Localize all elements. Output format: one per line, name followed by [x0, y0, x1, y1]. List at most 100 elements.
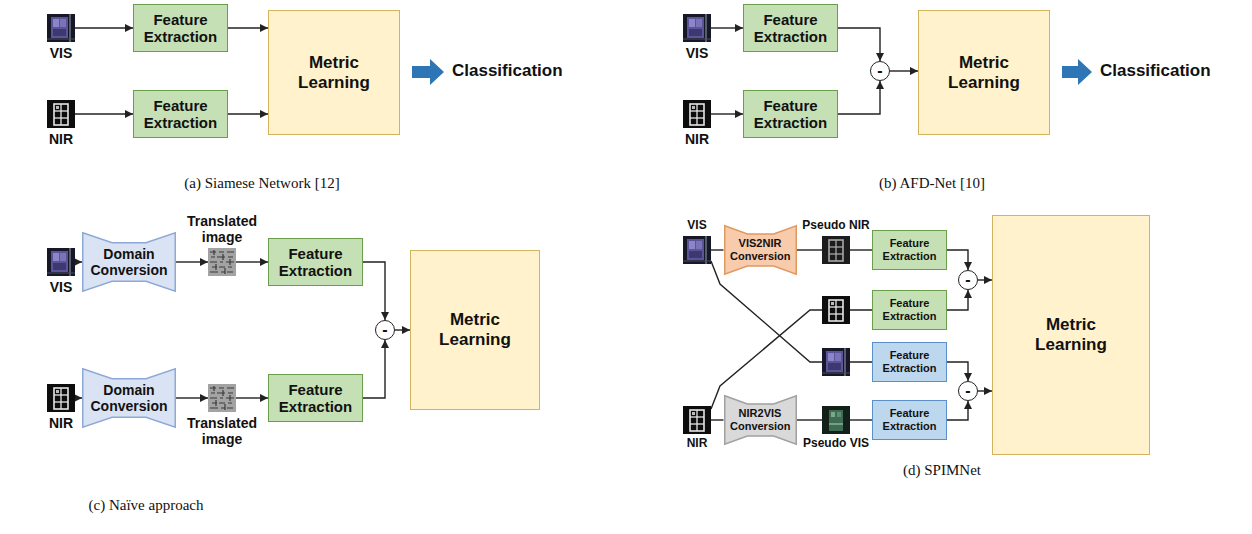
- feature-extraction-box: Feature Extraction: [872, 342, 947, 381]
- connector: [75, 27, 133, 28]
- connector: [75, 397, 82, 398]
- feature-extraction-box: Feature Extraction: [133, 4, 228, 53]
- node-label: NIR: [49, 131, 73, 147]
- input-image: NIR: [683, 406, 711, 434]
- node-label: VIS: [50, 279, 73, 295]
- hourglass-shape: [724, 396, 796, 445]
- block-arrow: [412, 59, 444, 85]
- feature-extraction-box: Feature Extraction: [872, 290, 947, 329]
- node-label: -: [382, 322, 387, 338]
- connector: [978, 279, 992, 280]
- connector: [75, 261, 82, 262]
- node-label: Feature Extraction: [879, 297, 940, 322]
- nir-image: [47, 100, 75, 128]
- connector: [711, 113, 743, 114]
- node-label: Metric Learning: [284, 53, 384, 92]
- input-image: NIR: [47, 100, 75, 128]
- subfigure-caption: (b) AFD-Net [10]: [879, 175, 985, 192]
- vis-image: [683, 14, 711, 42]
- output-label: Classification: [452, 61, 563, 81]
- feature-extraction-box: Feature Extraction: [268, 238, 363, 287]
- node-label: Translated image: [183, 415, 261, 447]
- nir-image: [47, 384, 75, 412]
- input-image: Translated image: [208, 248, 236, 276]
- connector: [947, 362, 968, 381]
- node-label: NIR: [687, 437, 708, 451]
- node-label: NIR: [49, 415, 73, 431]
- connector: [395, 329, 410, 330]
- node-label: NIR2VIS Conversion: [730, 407, 790, 432]
- input-image: VIS: [47, 14, 75, 42]
- connector: [797, 249, 823, 250]
- node-label: Feature Extraction: [750, 97, 831, 132]
- hourglass-shape: [83, 233, 176, 292]
- connector: [363, 262, 385, 320]
- node-label: NIR: [685, 131, 709, 147]
- node-label: VIS: [686, 45, 709, 61]
- connector: [947, 250, 968, 270]
- pseudo-nir-image: [822, 236, 850, 264]
- subfigure-caption: (d) SPIMNet: [903, 462, 981, 479]
- metric-learning-box: Metric Learning: [268, 10, 400, 135]
- feature-extraction-box: Feature Extraction: [268, 374, 363, 423]
- node-label: Domain Conversion: [88, 382, 170, 414]
- connector: [711, 419, 724, 420]
- node-label: Feature Extraction: [275, 381, 356, 416]
- node-label: Pseudo VIS: [803, 437, 869, 451]
- connector: [711, 27, 743, 28]
- connector: [228, 27, 268, 28]
- subtract-node: -: [375, 320, 395, 340]
- node-label: Metric Learning: [934, 53, 1034, 92]
- connector: [236, 397, 268, 398]
- node-label: VIS2NIR Conversion: [730, 237, 790, 262]
- connector: [850, 419, 872, 420]
- subtract-node: -: [958, 270, 978, 290]
- block-arrow: [1062, 59, 1092, 85]
- subtract-node: -: [958, 381, 978, 401]
- input-image: VIS: [47, 248, 75, 276]
- connector: [711, 261, 872, 362]
- connector-group: [75, 28, 992, 420]
- feature-extraction-box: Feature Extraction: [872, 400, 947, 439]
- connector: [711, 310, 872, 409]
- node-label: -: [965, 272, 970, 288]
- connector: [838, 28, 880, 61]
- node-label: Feature Extraction: [140, 97, 221, 132]
- node-label: Feature Extraction: [275, 245, 356, 280]
- connector: [711, 249, 724, 250]
- node-label: Feature Extraction: [750, 11, 831, 46]
- connector: [947, 290, 968, 310]
- node-label: Metric Learning: [425, 310, 525, 349]
- node-label: Feature Extraction: [140, 11, 221, 46]
- metric-learning-box: Metric Learning: [410, 250, 540, 410]
- subfigure-caption: (c) Naïve approach: [89, 497, 204, 514]
- node-label: -: [877, 63, 882, 79]
- connector: [978, 390, 992, 391]
- node-label: Translated image: [183, 213, 261, 245]
- node-label: Pseudo NIR: [802, 219, 869, 233]
- connector: [947, 401, 968, 420]
- node-label: Feature Extraction: [879, 407, 940, 432]
- connector: [890, 70, 918, 71]
- input-image: Translated image: [208, 384, 236, 412]
- node-label: -: [965, 383, 970, 399]
- input-image: Pseudo VIS: [822, 406, 850, 434]
- input-image: VIS: [683, 236, 711, 264]
- vis-image: [683, 236, 711, 264]
- connector: [850, 249, 872, 250]
- hourglass-shape: [724, 226, 796, 275]
- metric-learning-box: Metric Learning: [992, 215, 1150, 455]
- feature-extraction-box: Feature Extraction: [872, 230, 947, 269]
- hourglass-shape: [83, 369, 176, 428]
- connector: [363, 340, 385, 398]
- connector: [75, 113, 133, 114]
- node-label: Feature Extraction: [879, 237, 940, 262]
- feature-extraction-box: Feature Extraction: [743, 4, 838, 53]
- vis-image: [47, 14, 75, 42]
- subtract-node: -: [870, 61, 890, 81]
- input-image: VIS: [683, 14, 711, 42]
- node-label: Feature Extraction: [879, 349, 940, 374]
- connector: [797, 419, 823, 420]
- vis-image: [822, 348, 850, 376]
